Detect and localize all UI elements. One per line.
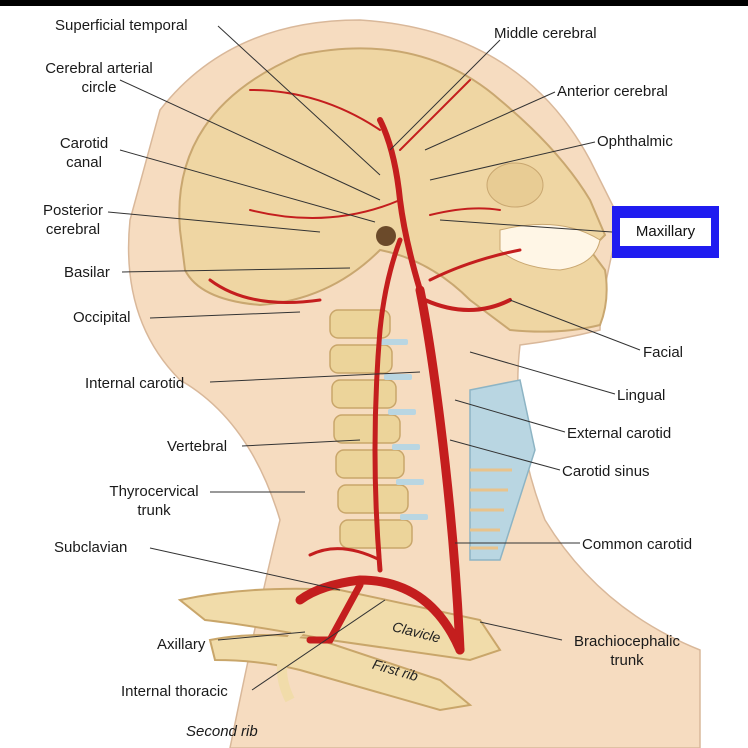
label-posterior-cerebral: Posterior cerebral [34, 201, 112, 239]
label-maxillary: Maxillary [635, 223, 696, 240]
label-brachiocephalic-trunk: Brachiocephalic trunk [562, 632, 692, 670]
label-cerebral-arterial-circle-line1: Cerebral arterial [45, 60, 153, 77]
label-anterior-cerebral: Anterior cerebral [557, 83, 668, 100]
leader-lines [107, 25, 641, 691]
label-occipital: Occipital [73, 309, 131, 326]
label-common-carotid: Common carotid [582, 536, 693, 553]
label-carotid-sinus: Carotid sinus [562, 463, 650, 480]
second-rib-bone [277, 626, 304, 703]
label-internal-thoracic: Internal thoracic [121, 683, 228, 700]
maxillary-highlight-box: Maxillary [612, 206, 719, 258]
label-vertebral: Vertebral [167, 438, 228, 455]
label-carotid-canal-line2: canal [66, 154, 102, 171]
intervertebral-discs [380, 339, 428, 520]
label-thyrocervical-trunk: Thyrocervical trunk [96, 482, 212, 520]
label-middle-cerebral: Middle cerebral [494, 25, 597, 42]
first-rib-bone [208, 634, 473, 712]
label-ophthalmic: Ophthalmic [597, 133, 673, 150]
label-internal-carotid: Internal carotid [85, 375, 185, 392]
label-brachiocephalic-trunk-line1: Brachiocephalic [574, 633, 680, 650]
label-cerebral-arterial-circle: Cerebral arterial circle [33, 59, 165, 97]
label-external-carotid: External carotid [567, 425, 672, 442]
label-thyrocervical-trunk-line2: trunk [137, 502, 171, 519]
label-second-rib: Second rib [186, 723, 258, 740]
label-posterior-cerebral-line2: cerebral [45, 221, 101, 238]
label-cerebral-arterial-circle-line2: circle [81, 79, 117, 96]
arteries [208, 79, 522, 655]
teeth [499, 223, 601, 271]
skull [178, 47, 608, 333]
label-thyrocervical-trunk-line1: Thyrocervical [109, 483, 199, 500]
maxillary-highlight-inner: Maxillary [620, 218, 711, 246]
label-basilar: Basilar [64, 264, 110, 281]
label-posterior-cerebral-line1: Posterior [42, 202, 104, 219]
tracheal-rings [470, 468, 512, 550]
ear-canal [376, 226, 396, 246]
label-carotid-canal: Carotid canal [48, 134, 120, 172]
label-superficial-temporal: Superficial temporal [55, 17, 188, 34]
orbit [486, 162, 544, 208]
label-facial: Facial [643, 344, 684, 361]
label-subclavian: Subclavian [54, 539, 128, 556]
label-lingual: Lingual [617, 387, 666, 404]
label-carotid-canal-line1: Carotid [59, 135, 109, 152]
label-axillary: Axillary [157, 636, 206, 653]
label-brachiocephalic-trunk-line2: trunk [610, 652, 644, 669]
